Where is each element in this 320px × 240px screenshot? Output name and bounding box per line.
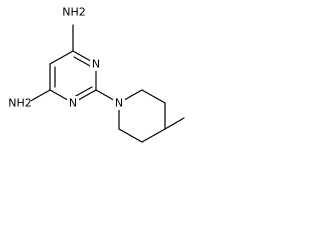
atom-label-ring-n-upper: N [92,58,100,71]
atom-label-amine-left: NH2 [8,97,32,110]
molecular-structure-diagram: NH2 NH2 N N N [8,5,185,143]
bond-methyl [164,117,185,130]
bond-n1-c2-inner [73,86,93,98]
bond-c4-c5 [49,50,74,65]
atom-labels: NH2 NH2 N N N [8,5,125,111]
atom-label-ring-n-lower: N [69,97,77,110]
pyrimidine-ring [49,50,97,104]
bond-c4p-c5p [141,128,166,143]
atom-label-amine-top: NH2 [62,6,86,19]
bond-c5p-c6p [118,128,143,143]
bond-c2p-c3p [141,89,166,104]
atom-label-piperidine-n: N [115,97,123,110]
piperidine-ring [118,89,166,143]
bond-n3-c4-inner [73,56,93,68]
